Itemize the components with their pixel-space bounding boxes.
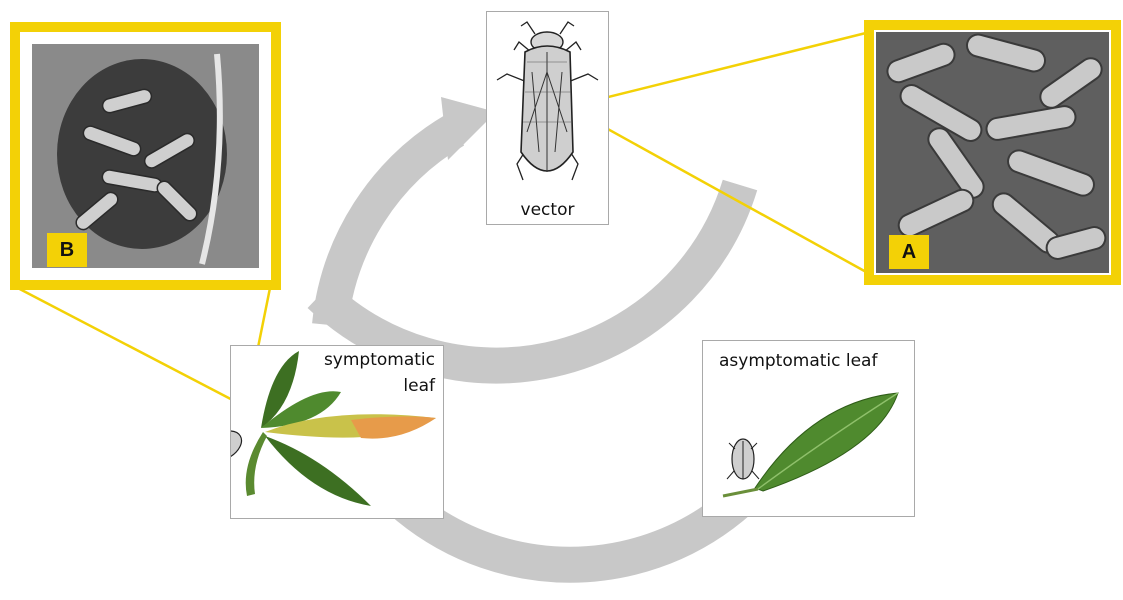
micrograph-panel-b: B xyxy=(10,22,281,290)
callout-line-a-top xyxy=(568,30,878,107)
panel-b-tag: B xyxy=(47,233,87,267)
vector-card: vector xyxy=(486,11,609,225)
leafhopper-insect-icon xyxy=(487,12,608,192)
vector-label: vector xyxy=(487,200,608,220)
micrograph-panel-a: A xyxy=(864,20,1121,285)
panel-a-tag: A xyxy=(889,235,929,269)
healthy-leaf-icon xyxy=(703,341,914,516)
leafhopper-small-icon xyxy=(231,425,247,468)
asymptomatic-leaf-card: asymptomatic leaf xyxy=(702,340,915,517)
leafhopper-small-icon xyxy=(727,439,759,479)
cycle-arrow-left-arc xyxy=(330,130,455,325)
callout-line-b-left xyxy=(12,285,246,407)
scorched-leaf-branch-icon xyxy=(231,346,443,518)
symptomatic-leaf-card: symptomatic leaf xyxy=(230,345,444,519)
